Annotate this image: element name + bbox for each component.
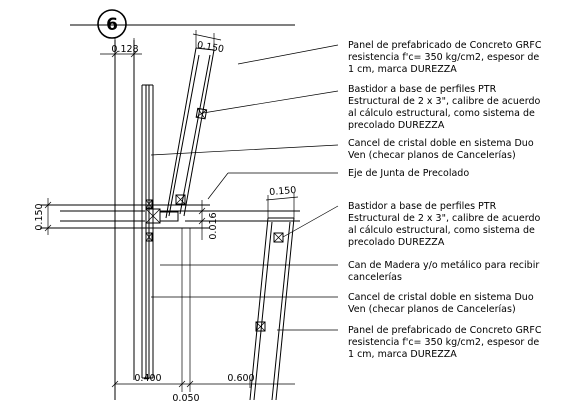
- ptr-profile-bottom: [273, 232, 284, 243]
- dim-bottom-left-label: 0.400: [134, 373, 161, 384]
- dim-bottom-gap-label: 0.050: [172, 393, 199, 404]
- dim-bottom-right-label: 0.600: [227, 373, 254, 384]
- detail-circle: [97, 9, 127, 39]
- note-1-line-3: 1 cm, marca DUREZZA: [348, 64, 457, 75]
- vertical-axes: [114, 40, 135, 400]
- note-5-line-3: al cálculo estructural, como sistema de: [348, 225, 535, 236]
- note-7-line-1: Cancel de cristal doble en sistema Duo: [348, 292, 534, 303]
- note-1-line-2: resistencia f'c= 350 kg/cm2, espesor de: [348, 52, 539, 63]
- ptr-profile-top: [195, 107, 208, 120]
- note-4-line-1: Eje de Junta de Precolado: [348, 168, 469, 179]
- note-7: Cancel de cristal doble en sistema Duo V…: [348, 292, 534, 315]
- leader-lines: [150, 44, 339, 331]
- note-2-line-2: Estructural de 2 x 3", calibre de acuerd…: [348, 96, 541, 107]
- note-6-line-2: cancelerías: [348, 272, 402, 283]
- dim-panel-bottom: 0.150: [265, 185, 299, 218]
- dim-gap-label: 0.016: [208, 212, 219, 239]
- note-2-line-3: al cálculo estructural, como sistema de: [348, 108, 535, 119]
- note-8: Panel de prefabricado de Concreto GRFC r…: [348, 325, 542, 360]
- note-4: Eje de Junta de Precolado: [348, 168, 469, 179]
- note-5: Bastidor a base de perfiles PTR Estructu…: [348, 201, 541, 248]
- ptr-profile-bottom-lower: [255, 321, 266, 332]
- note-8-line-2: resistencia f'c= 350 kg/cm2, espesor de: [348, 337, 539, 348]
- dim-panel-top: 0.150: [192, 30, 225, 56]
- joint-axis-marker: 0.016: [198, 200, 219, 240]
- note-3: Cancel de cristal doble en sistema Duo V…: [348, 138, 534, 161]
- dim-panel-top-label: 0.150: [196, 40, 225, 56]
- dim-panel-bottom-label: 0.150: [269, 185, 297, 198]
- note-8-line-1: Panel de prefabricado de Concreto GRFC: [348, 325, 542, 336]
- note-8-line-3: 1 cm, marca DUREZZA: [348, 349, 457, 360]
- horizontal-joint: [40, 199, 300, 242]
- note-3-line-2: Ven (checar planos de Cancelerías): [348, 150, 516, 161]
- detail-marker: 6: [70, 9, 295, 39]
- note-3-line-1: Cancel de cristal doble en sistema Duo: [348, 138, 534, 149]
- bottom-grfc-panel: [249, 217, 295, 401]
- dim-bottom: 0.400 0.600 0.050: [111, 228, 295, 404]
- ptr-profile-top-lower: [175, 194, 186, 205]
- note-2-line-1: Bastidor a base de perfiles PTR: [348, 84, 497, 95]
- detail-number: 6: [106, 15, 118, 35]
- note-5-line-1: Bastidor a base de perfiles PTR: [348, 201, 497, 212]
- top-grfc-panel: [165, 47, 215, 219]
- dim-top-width: 0.128: [100, 38, 142, 60]
- note-2: Bastidor a base de perfiles PTR Estructu…: [348, 84, 541, 131]
- note-1-line-1: Panel de prefabricado de Concreto GRFC: [348, 40, 542, 51]
- note-6-line-1: Can de Madera y/o metálico para recibir: [348, 260, 539, 271]
- note-6: Can de Madera y/o metálico para recibir …: [348, 260, 539, 283]
- dim-top-width-label: 0.128: [111, 44, 138, 55]
- note-2-line-4: precolado DUREZZA: [348, 120, 445, 131]
- dim-left-vertical: 0.150: [34, 198, 52, 235]
- note-5-line-2: Estructural de 2 x 3", calibre de acuerd…: [348, 213, 541, 224]
- dim-left-label: 0.150: [34, 203, 45, 230]
- note-5-line-4: precolado DUREZZA: [348, 237, 445, 248]
- note-7-line-2: Ven (checar planos de Cancelerías): [348, 304, 516, 315]
- note-1: Panel de prefabricado de Concreto GRFC r…: [348, 40, 542, 75]
- glass-cancel-verticals: [141, 84, 154, 379]
